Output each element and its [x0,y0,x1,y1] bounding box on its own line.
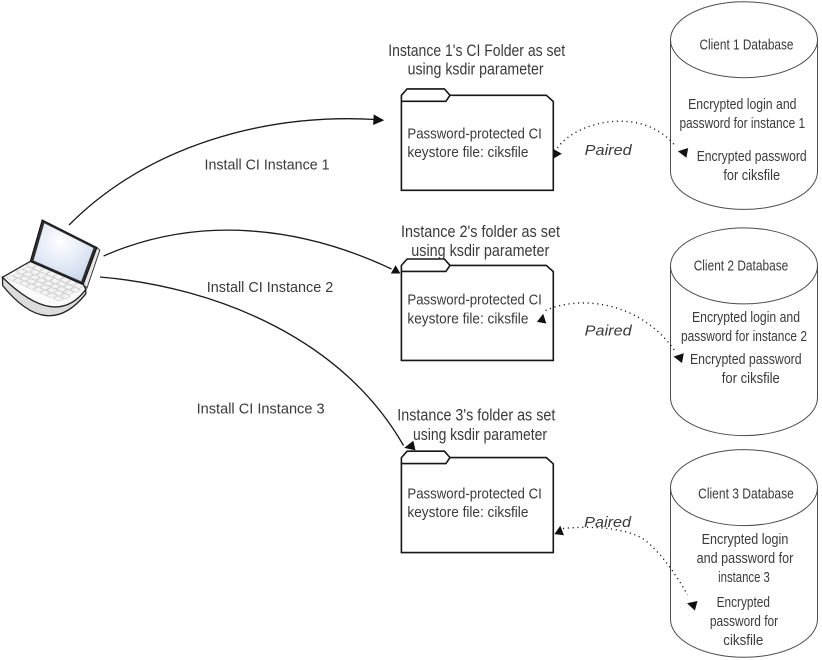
svg-text:Install CI Instance 3: Install CI Instance 3 [197,401,325,418]
svg-text:Install CI Instance 2: Install CI Instance 2 [207,279,334,296]
svg-text:Encrypted password: Encrypted password [690,351,802,368]
svg-text:keystore file: ciksfile: keystore file: ciksfile [407,310,528,327]
svg-text:Encrypted login and: Encrypted login and [692,309,800,326]
svg-text:using ksdir parameter: using ksdir parameter [411,241,549,260]
svg-text:using ksdir parameter: using ksdir parameter [408,60,544,79]
svg-text:Client 1 Database: Client 1 Database [700,36,794,53]
svg-text:Instance 3's folder as set: Instance 3's folder as set [397,406,555,425]
svg-text:Paired: Paired [584,514,632,531]
svg-text:Password-protected CI: Password-protected CI [407,125,541,142]
svg-text:ciksfile: ciksfile [723,632,763,649]
svg-text:Encrypted: Encrypted [717,594,770,611]
svg-text:Client 2 Database: Client 2 Database [694,257,789,274]
svg-text:instance 3: instance 3 [718,569,770,586]
svg-text:Install CI Instance 1: Install CI Instance 1 [205,157,330,174]
svg-text:for ciksfile: for ciksfile [722,370,780,387]
svg-text:for ciksfile: for ciksfile [723,167,780,184]
svg-text:Paired: Paired [585,142,633,159]
svg-text:password for instance 2: password for instance 2 [681,328,807,345]
svg-text:Instance 2's folder as set: Instance 2's folder as set [401,222,560,241]
svg-text:keystore file: ciksfile: keystore file: ciksfile [407,144,528,161]
svg-text:Password-protected CI: Password-protected CI [407,292,541,309]
svg-text:Password-protected CI: Password-protected CI [407,486,541,503]
svg-text:password for: password for [710,613,778,630]
svg-text:and password for: and password for [697,550,794,567]
svg-text:using ksdir parameter: using ksdir parameter [413,425,547,444]
svg-text:Encrypted login and: Encrypted login and [688,96,796,113]
svg-text:Encrypted password: Encrypted password [697,148,807,165]
svg-text:keystore file: ciksfile: keystore file: ciksfile [407,504,528,521]
svg-text:Encrypted login: Encrypted login [702,531,789,548]
svg-text:Paired: Paired [585,322,633,339]
svg-text:Instance 1's CI Folder as set: Instance 1's CI Folder as set [388,41,565,60]
svg-text:password for instance 1: password for instance 1 [679,115,805,132]
svg-text:Client 3 Database: Client 3 Database [698,485,794,502]
